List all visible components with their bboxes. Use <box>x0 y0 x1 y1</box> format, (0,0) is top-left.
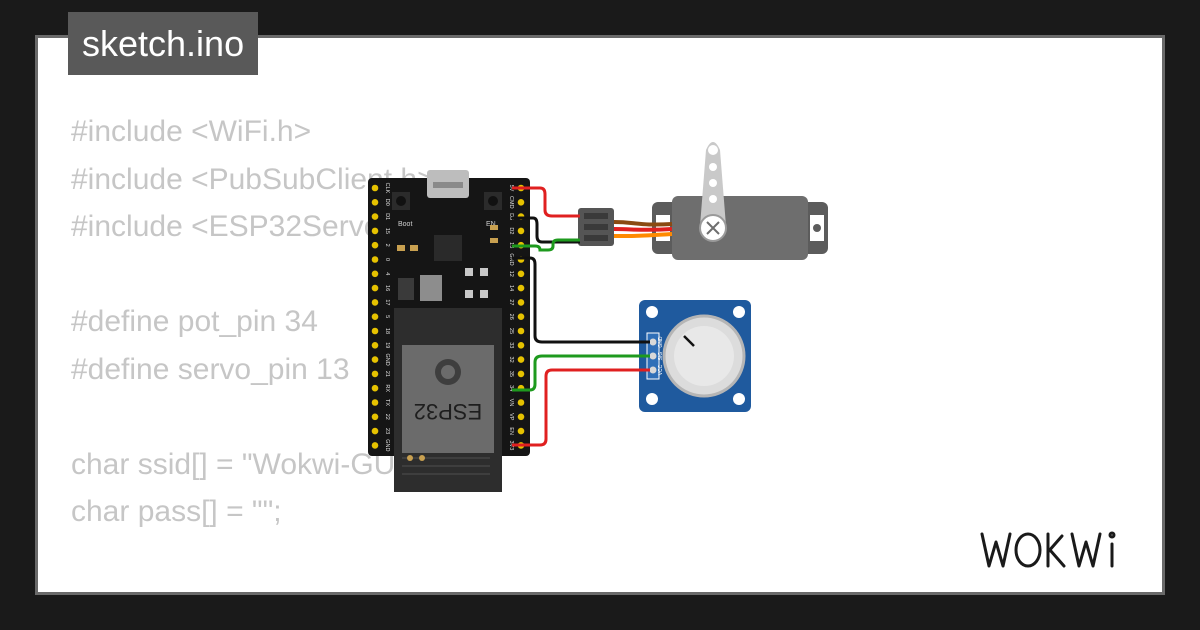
en-label: EN <box>486 221 496 228</box>
wokwi-logo <box>980 531 1116 568</box>
code-line: #define servo_pin 13 <box>71 352 350 386</box>
pin-label: CLK <box>384 183 390 194</box>
pin-label: 3V3 <box>508 441 514 451</box>
pin-gnd[interactable] <box>371 356 379 363</box>
pin-d1[interactable] <box>371 213 379 220</box>
code-line: #include <WiFi.h> <box>71 115 312 148</box>
pin-label: D1 <box>384 213 390 220</box>
pin-d2[interactable] <box>517 227 525 235</box>
pin-label: 17 <box>384 299 390 305</box>
esp32-board[interactable]: Boot EN ESP32 CLKD0D115204161751819GND21… <box>368 170 530 492</box>
pin-label: D2 <box>508 227 514 234</box>
pin-17[interactable] <box>371 299 379 306</box>
pin-tx[interactable] <box>371 399 379 406</box>
pin-25[interactable] <box>517 327 525 335</box>
pin-label: GND <box>384 439 390 451</box>
servo-motor[interactable] <box>578 142 828 260</box>
pin-26[interactable] <box>517 313 525 321</box>
pin-label: 19 <box>384 342 390 348</box>
pin-label: CMD <box>508 196 514 209</box>
pot-knob-indicator <box>683 335 695 347</box>
pin-label: 22 <box>384 414 390 420</box>
pin-label: D0 <box>384 199 390 206</box>
pin-27[interactable] <box>517 299 525 306</box>
pin-label: 5 <box>384 315 390 318</box>
pot-pin-label: GND <box>658 336 664 348</box>
pin-2[interactable] <box>371 241 379 249</box>
pot-pin-label: VCC <box>658 364 664 375</box>
wires <box>512 186 650 447</box>
pin-label: 25 <box>508 328 514 334</box>
pin-label: 33 <box>508 342 514 348</box>
pin-label: 4 <box>384 272 390 275</box>
pin-gnd[interactable] <box>371 442 379 449</box>
chip-label: ESP32 <box>414 399 483 424</box>
pin-vp[interactable] <box>517 413 525 421</box>
pin-label: VP <box>508 413 514 421</box>
pin-label: 26 <box>508 314 514 320</box>
pin-clk[interactable] <box>371 184 379 192</box>
pin-label: GND <box>508 253 514 265</box>
code-line: char pass[] = ""; <box>71 495 282 528</box>
potentiometer[interactable]: GND SIG VCC <box>639 300 751 412</box>
pin-cmd[interactable] <box>517 199 525 206</box>
pin-label: 18 <box>384 328 390 334</box>
wokwi-wordmark-icon <box>980 531 1116 568</box>
pin-label: GND <box>384 353 390 365</box>
pin-label: 23 <box>384 428 390 434</box>
pin-label: 32 <box>508 357 514 363</box>
pin-21[interactable] <box>371 370 379 378</box>
pin-d0[interactable] <box>371 199 379 206</box>
pin-label: TX <box>384 399 390 406</box>
pin-15[interactable] <box>371 227 379 235</box>
pin-23[interactable] <box>371 427 379 435</box>
pin-label: VN <box>508 399 514 407</box>
pin-12[interactable] <box>517 270 525 278</box>
pin-label: EN <box>508 427 514 435</box>
pin-label: 27 <box>508 299 514 305</box>
pin-16[interactable] <box>371 284 379 292</box>
pin-14[interactable] <box>517 284 525 292</box>
pin-5[interactable] <box>371 313 379 321</box>
pin-label: 15 <box>384 228 390 234</box>
pin-label: 12 <box>508 271 514 277</box>
pot-pin-label: SIG <box>658 352 664 361</box>
pin-label: 16 <box>384 285 390 291</box>
file-tab[interactable]: sketch.ino <box>68 12 259 75</box>
pin-label: 0 <box>384 258 390 261</box>
pin-label: 2 <box>384 244 390 247</box>
pin-22[interactable] <box>371 413 379 421</box>
pin-label: 34 <box>508 385 514 391</box>
pin-32[interactable] <box>517 356 525 363</box>
pin-18[interactable] <box>371 327 379 335</box>
sketch-preview-card: #include <WiFi.h> #include <PubSubClient… <box>35 35 1165 595</box>
pin-19[interactable] <box>371 342 379 349</box>
pin-label: D3 <box>508 213 514 220</box>
pin-0[interactable] <box>371 256 379 263</box>
pin-35[interactable] <box>517 370 525 378</box>
pin-label: 5V <box>508 185 514 192</box>
pin-label: 14 <box>508 285 514 291</box>
pin-label: RX <box>384 384 390 392</box>
boot-label: Boot <box>398 221 412 228</box>
pin-33[interactable] <box>517 342 525 349</box>
pin-rx[interactable] <box>371 384 379 392</box>
pin-label: 13 <box>508 242 514 248</box>
pin-vn[interactable] <box>517 399 525 406</box>
pin-en[interactable] <box>517 427 525 435</box>
code-line: #define pot_pin 34 <box>71 305 318 338</box>
pin-label: 21 <box>384 371 390 377</box>
pin-4[interactable] <box>371 270 379 278</box>
pin-label: 35 <box>508 371 514 377</box>
